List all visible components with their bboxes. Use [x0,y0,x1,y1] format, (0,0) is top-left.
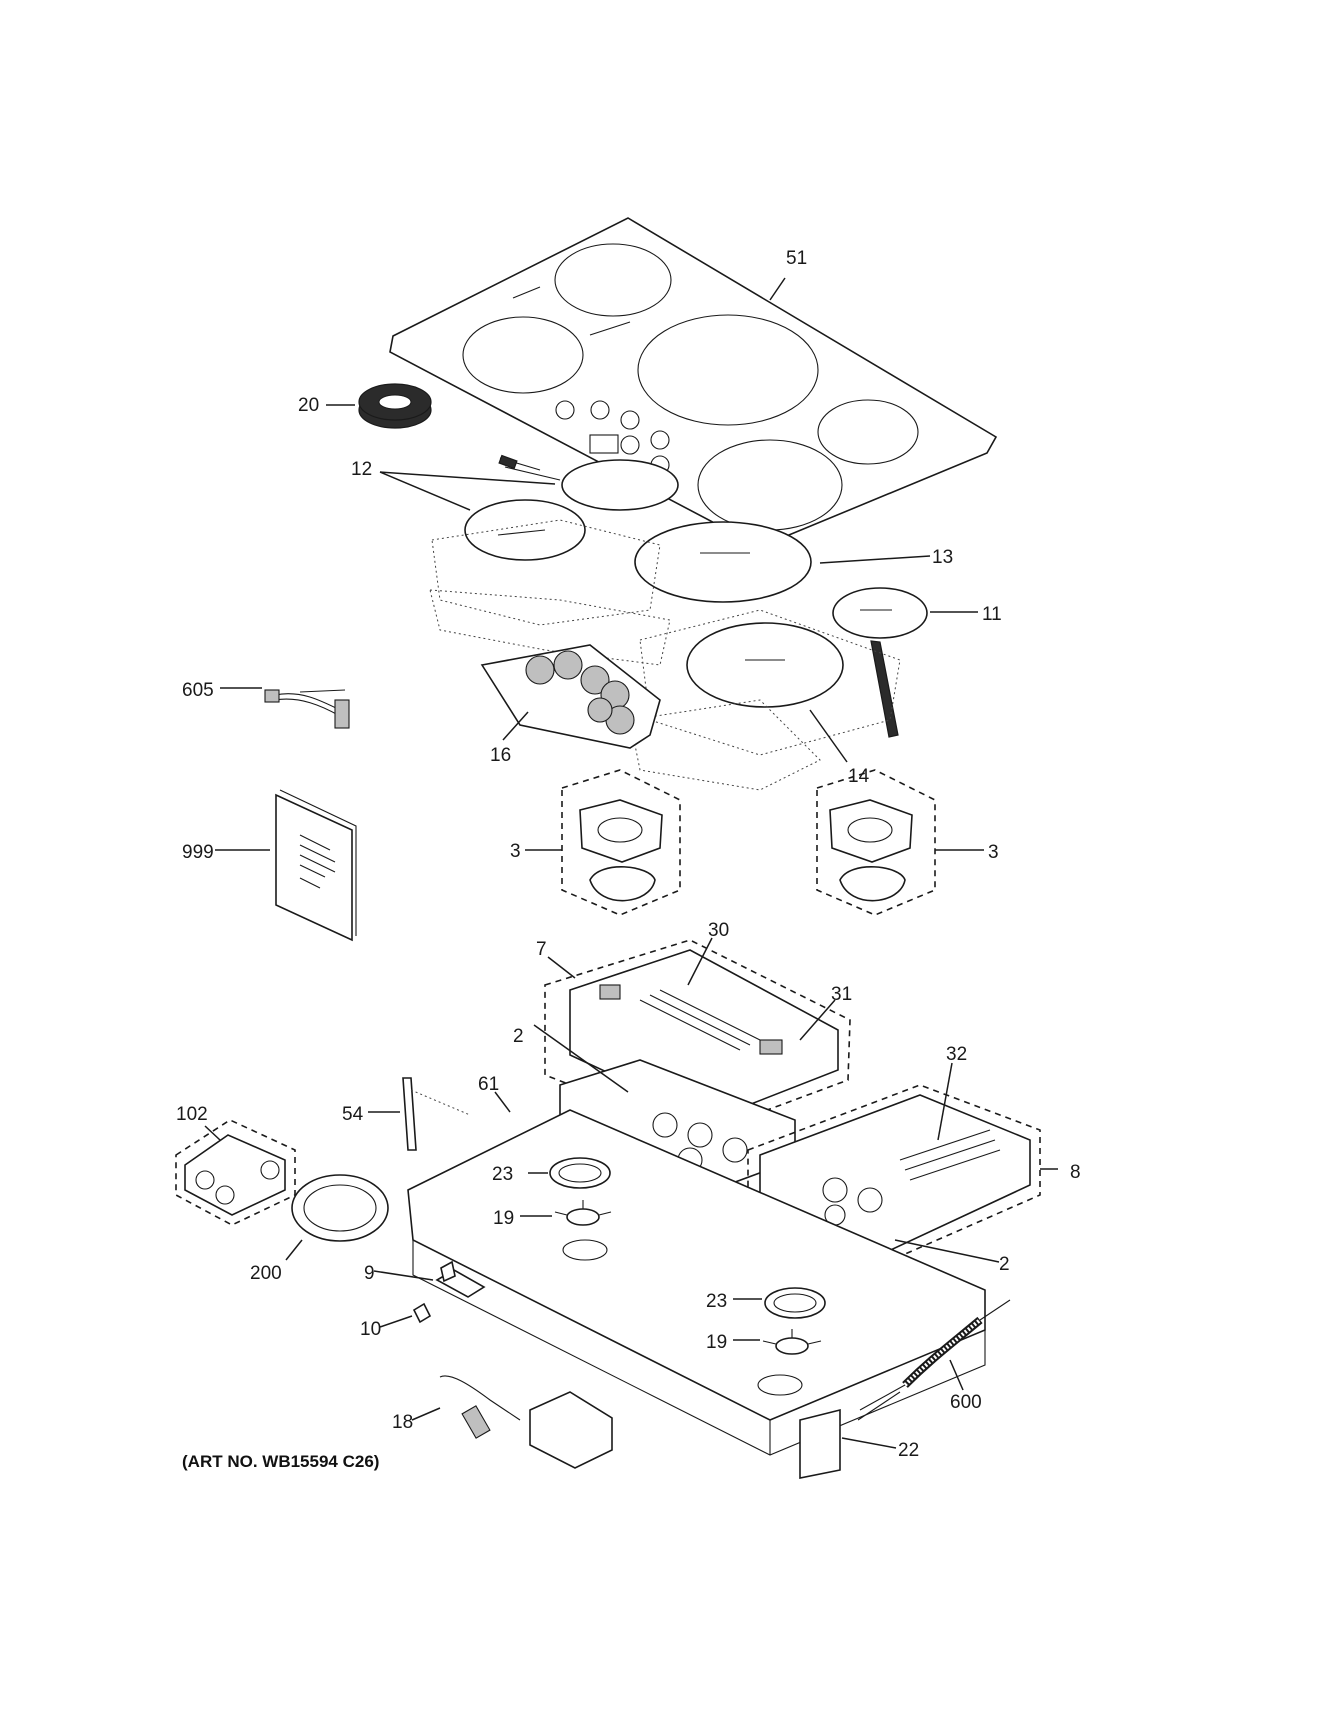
sensor-module [439,1375,613,1469]
bracket-54 [402,1077,471,1151]
fan-assembly-right [816,769,936,916]
duct-ring-right [764,1287,826,1319]
callout-61: 61 [478,1074,499,1095]
leader-lines [204,277,1058,1449]
callout-7: 7 [536,939,547,960]
chassis-pan [407,1109,986,1456]
literature-booklet [275,789,357,942]
terminal-block [175,1119,296,1226]
callout-18: 18 [392,1412,413,1433]
gasket-tape-roll [358,383,432,429]
duct-ring-left [549,1157,611,1189]
support-right [762,1329,822,1355]
callout-9: 9 [364,1263,375,1284]
wire-harness [264,689,350,729]
callout-13: 13 [932,547,953,568]
callout-12: 12 [351,459,372,480]
callout-labels: 51 20 12 13 11 605 16 14 999 3 3 30 7 31… [176,248,1081,1461]
callout-10: 10 [360,1319,381,1340]
callout-54: 54 [342,1104,364,1125]
callout-2-left: 2 [513,1026,524,1047]
callout-23-right: 23 [706,1291,727,1312]
callout-16: 16 [490,745,511,766]
duct-ring [291,1174,389,1242]
support-left [554,1200,612,1226]
coil-mounting-panels [429,519,901,791]
callout-2-right: 2 [999,1254,1010,1275]
callout-14: 14 [848,766,870,787]
callout-200: 200 [250,1263,282,1284]
callout-3-right: 3 [988,842,999,863]
glass-cooktop [389,217,998,548]
control-board [480,644,661,749]
clip-10 [412,1302,432,1324]
callout-19-left: 19 [493,1208,514,1229]
callout-600: 600 [950,1392,982,1413]
fan-assembly-left [561,769,681,916]
induction-coils [464,454,928,738]
clip-9 [435,1260,486,1298]
callout-23-left: 23 [492,1164,513,1185]
callout-8: 8 [1070,1162,1081,1183]
callout-19-right: 19 [706,1332,727,1353]
callout-22: 22 [898,1440,919,1461]
callout-11: 11 [982,604,1002,625]
conduit [857,1299,1011,1421]
callout-102: 102 [176,1104,208,1125]
art-number-label: (ART NO. WB15594 C26) [182,1452,380,1471]
callout-999: 999 [182,842,214,863]
callout-30: 30 [708,920,729,941]
callout-605: 605 [182,680,214,701]
callout-20: 20 [298,395,319,416]
label-22 [799,1408,841,1479]
callout-31: 31 [831,984,852,1005]
callout-3-left: 3 [510,841,521,862]
callout-32: 32 [946,1044,967,1065]
callout-51: 51 [786,248,807,269]
